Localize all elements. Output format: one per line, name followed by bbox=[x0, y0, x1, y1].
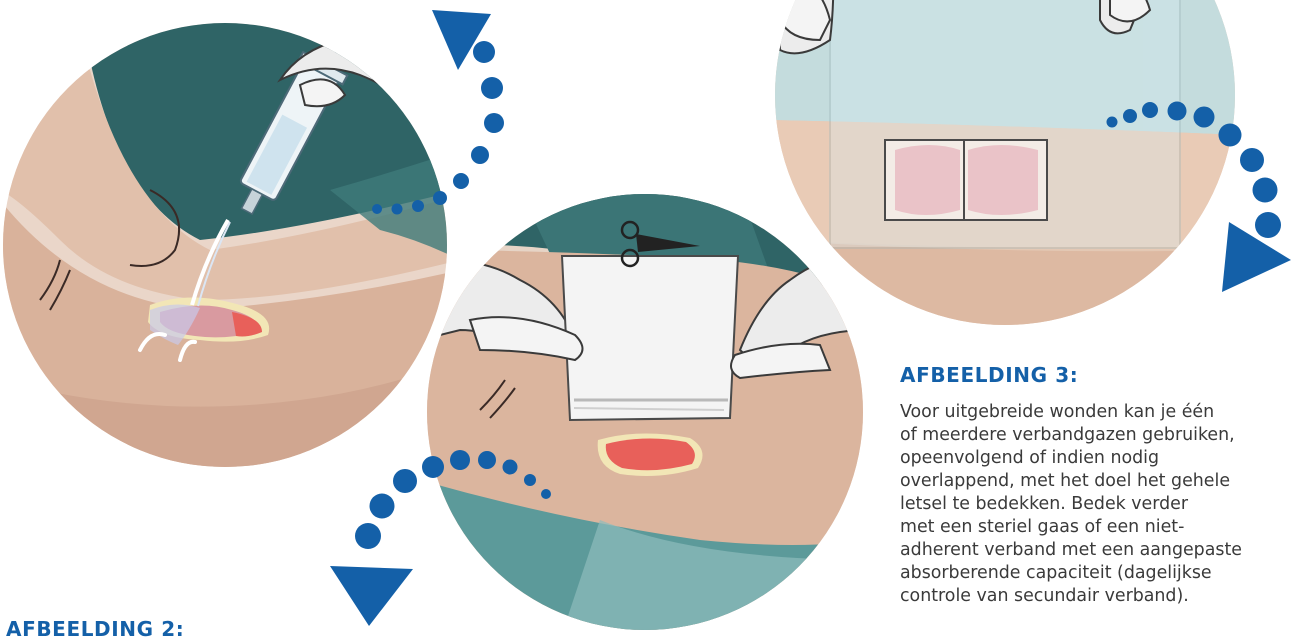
rinse-wound-picture bbox=[0, 0, 460, 470]
apply-gauze-picture bbox=[420, 190, 870, 630]
step-3-description: Voor uitgebreide wonden kan je één of me… bbox=[900, 401, 1297, 608]
secondary-dressing-picture bbox=[770, 0, 1240, 330]
step-3-heading: AFBEELDING 3: bbox=[900, 363, 1078, 387]
arrow-head-down-icon bbox=[330, 566, 413, 626]
step-2-heading: AFBEELDING 2: bbox=[6, 617, 184, 641]
arrow-head-down-right-icon bbox=[1222, 222, 1291, 292]
